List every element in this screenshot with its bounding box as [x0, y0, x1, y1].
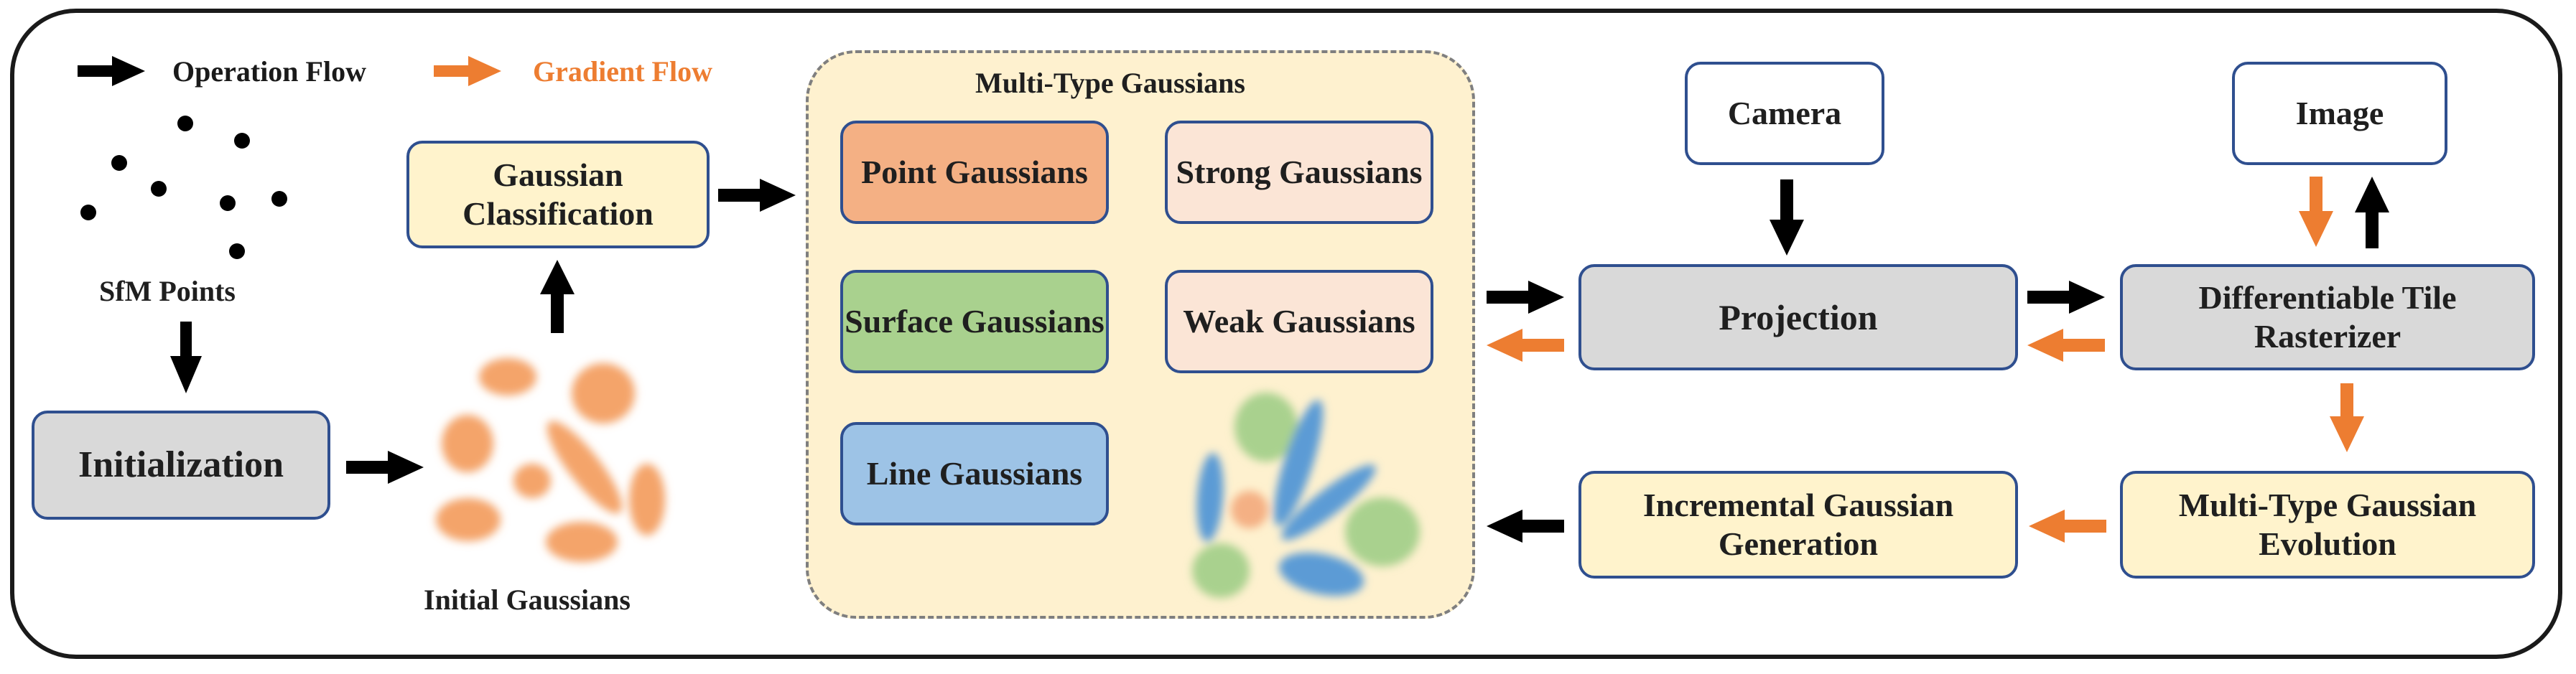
image-label: Image [2295, 94, 2384, 131]
image-box: Image [2232, 62, 2447, 165]
arrow-camera-to-projection [1770, 179, 1804, 256]
strong-gaussians-box: Strong Gaussians [1165, 121, 1433, 224]
camera-label: Camera [1727, 94, 1842, 131]
sfm-points-label: SfM Points [99, 275, 236, 307]
arrow-multitype-to-projection [1487, 281, 1564, 314]
line-gaussians-label: Line Gaussians [866, 454, 1083, 492]
arrow-generation-to-multitype [1487, 510, 1564, 543]
legend-operation-flow-label: Operation Flow [172, 55, 366, 88]
arrow-image-to-rasterizer-gradient [2299, 177, 2333, 247]
differentiable-tile-rasterizer-label: Differentiable Tile Rasterizer [2198, 279, 2457, 355]
surface-gaussians-label: Surface Gaussians [845, 302, 1105, 340]
multi-type-gaussian-evolution-box: Multi-Type Gaussian Evolution [2120, 471, 2535, 579]
arrow-projection-to-rasterizer [2027, 281, 2105, 314]
multi-type-gaussian-evolution-label: Multi-Type Gaussian Evolution [2178, 486, 2477, 562]
arrow-sfm-to-init [170, 322, 202, 393]
arrow-rasterizer-to-projection-gradient [2027, 329, 2105, 362]
strong-gaussians-label: Strong Gaussians [1176, 153, 1423, 190]
legend-gradient-flow-label: Gradient Flow [533, 55, 712, 88]
incremental-gaussian-generation-label: Incremental Gaussian Generation [1642, 486, 1954, 562]
arrow-init-to-initial-gaussians [346, 451, 424, 484]
diagram-frame [10, 9, 2562, 659]
weak-gaussians-label: Weak Gaussians [1183, 302, 1415, 340]
camera-box: Camera [1685, 62, 1884, 165]
incremental-gaussian-generation-box: Incremental Gaussian Generation [1578, 471, 2018, 579]
legend-operation-arrow-icon [78, 56, 145, 86]
line-gaussians-box: Line Gaussians [840, 422, 1109, 525]
differentiable-tile-rasterizer-box: Differentiable Tile Rasterizer [2120, 264, 2535, 370]
arrow-projection-to-multitype-gradient [1487, 329, 1564, 362]
surface-gaussians-box: Surface Gaussians [840, 270, 1109, 373]
point-gaussians-box: Point Gaussians [840, 121, 1109, 224]
initialization-box: Initialization [32, 411, 330, 520]
gaussian-classification-box: Gaussian Classification [406, 141, 710, 248]
arrow-evolution-to-generation-gradient [2029, 510, 2106, 543]
arrow-rasterizer-to-evolution-gradient [2330, 383, 2364, 452]
initial-gaussians-blobs [436, 358, 665, 562]
arrow-initial-to-classification [540, 260, 575, 333]
multi-type-gaussians-title: Multi-Type Gaussians [975, 67, 1245, 99]
legend-gradient-arrow-icon [434, 56, 501, 86]
projection-label: Projection [1719, 296, 1878, 337]
initialization-label: Initialization [78, 444, 284, 486]
gaussian-classification-label: Gaussian Classification [462, 156, 654, 232]
sfm-points-dots [80, 116, 287, 259]
projection-box: Projection [1578, 264, 2018, 370]
point-gaussians-label: Point Gaussians [861, 153, 1088, 190]
initial-gaussians-label: Initial Gaussians [424, 584, 631, 616]
arrow-rasterizer-to-image [2355, 177, 2389, 248]
weak-gaussians-box: Weak Gaussians [1165, 270, 1433, 373]
arrow-classification-to-multitype [718, 179, 796, 212]
multi-type-gaussians-blobs [1192, 393, 1420, 598]
